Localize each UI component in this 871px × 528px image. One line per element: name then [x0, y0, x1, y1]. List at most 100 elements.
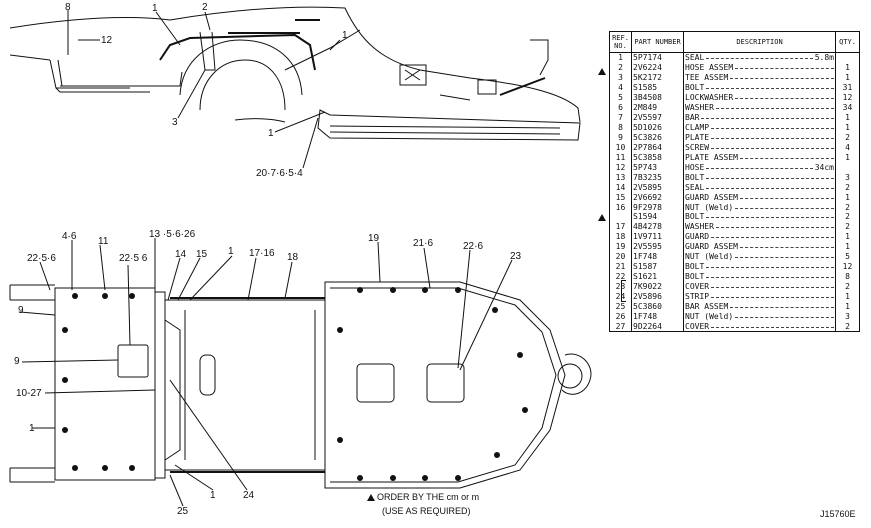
qty-cell: 5 — [835, 251, 860, 262]
callout-1: 1 — [29, 423, 35, 434]
ref-no-cell — [609, 212, 632, 222]
description-wrap: NUT (Weld) — [685, 252, 834, 261]
description-wrap: NUT (Weld) — [685, 312, 834, 321]
ref-no-cell: 19 — [609, 241, 632, 252]
leader-dashes — [711, 133, 834, 139]
qty-cell: 1 — [835, 112, 860, 123]
part-number-cell: 1F748 — [631, 251, 684, 262]
ref-no-cell: 26 — [609, 311, 632, 322]
ref-no-cell: 6 — [609, 102, 632, 113]
description-wrap: BOLT — [685, 212, 834, 221]
leader-dashes — [735, 93, 834, 100]
part-number-cell: 2P7864 — [631, 142, 684, 153]
callout-17-16: 17·16 — [249, 248, 275, 259]
callout-20-7-6-5-4: 20·7·6·5·4 — [256, 168, 303, 179]
qty-cell: 2 — [835, 132, 860, 143]
description-cell: HOSE ASSEM — [683, 62, 836, 73]
bolt-heads — [62, 287, 528, 481]
description-cell: SEAL — [683, 182, 836, 193]
ref-no-cell: 16 — [609, 202, 632, 212]
description-text: TEE ASSEM — [685, 73, 729, 83]
qty-cell — [835, 52, 860, 63]
description-cell: SCREW — [683, 142, 836, 153]
part-number-cell: 9D2264 — [631, 321, 684, 333]
leader-dashes — [739, 242, 834, 249]
description-wrap: TEE ASSEM — [685, 73, 834, 82]
description-text: BAR ASSEM — [685, 301, 729, 311]
callout-15: 15 — [196, 249, 208, 260]
description-cell: GUARD ASSEM — [683, 192, 836, 203]
description-cell: NUT (Weld) — [683, 202, 836, 212]
qty-cell: 12 — [835, 261, 860, 272]
leader-dashes — [730, 302, 834, 308]
qty-cell: 3 — [835, 172, 860, 183]
qty-cell: 1 — [835, 231, 860, 242]
qty-cell: 4 — [835, 142, 860, 153]
description-text: GUARD — [685, 232, 710, 242]
part-number-cell: 2V5597 — [631, 112, 684, 123]
leader-dashes — [711, 282, 834, 289]
description-wrap: GUARD ASSEM — [685, 242, 834, 251]
part-number-cell: 3B4508 — [631, 92, 684, 103]
part-number-cell: 5P743 — [631, 162, 684, 173]
part-number-cell: 4B4278 — [631, 221, 684, 232]
callout-4-6: 4·6 — [62, 231, 77, 242]
description-cell: PLATE — [683, 132, 836, 143]
description-wrap: BOLT — [685, 262, 834, 271]
description-wrap: STRIP — [685, 292, 834, 301]
leader-dashes — [735, 312, 834, 318]
part-number-cell: 2V5895 — [631, 182, 684, 193]
qty-cell: 1 — [835, 291, 860, 302]
description-text: BOLT — [685, 83, 705, 93]
description-wrap: BAR — [685, 113, 834, 122]
description-text: NUT (Weld) — [685, 252, 734, 262]
callout-22-6: 22·6 — [463, 241, 484, 252]
part-number-cell: 2V5595 — [631, 241, 684, 252]
leader-dashes — [706, 183, 834, 189]
leader-dashes — [715, 222, 834, 229]
description-wrap: BOLT — [685, 272, 834, 281]
ref-no-cell: 4 — [609, 82, 632, 93]
callout-12: 12 — [101, 35, 113, 46]
part-number-cell: 5K2172 — [631, 72, 684, 83]
description-wrap: SEAL — [685, 183, 834, 192]
length-note: 5.8m — [814, 53, 834, 63]
qty-cell: 2 — [835, 202, 860, 212]
description-text: HOSE ASSEM — [685, 63, 734, 73]
description-wrap: NUT (Weld) — [685, 203, 834, 212]
qty-cell: 8 — [835, 271, 860, 282]
leader-dashes — [739, 193, 834, 199]
side-view — [9, 6, 581, 169]
description-text: SEAL — [685, 182, 705, 192]
description-wrap: BOLT — [685, 173, 834, 182]
leader-dashes — [711, 143, 834, 149]
callout-1: 1 — [268, 128, 274, 139]
part-number-cell: S1594 — [631, 212, 684, 222]
description-wrap: PLATE ASSEM — [685, 153, 834, 162]
description-cell: NUT (Weld) — [683, 251, 836, 262]
callout-25: 25 — [177, 506, 189, 517]
part-number-cell: 1V9711 — [631, 231, 684, 242]
ref-no-header: REF. NO. — [609, 31, 632, 53]
qty-cell: 2 — [835, 281, 860, 292]
length-note: 34cm — [814, 162, 834, 172]
ref-no-cell: 7 — [609, 112, 632, 123]
description-cell: BOLT — [683, 261, 836, 272]
ref-no-cell: 1 — [609, 52, 632, 63]
